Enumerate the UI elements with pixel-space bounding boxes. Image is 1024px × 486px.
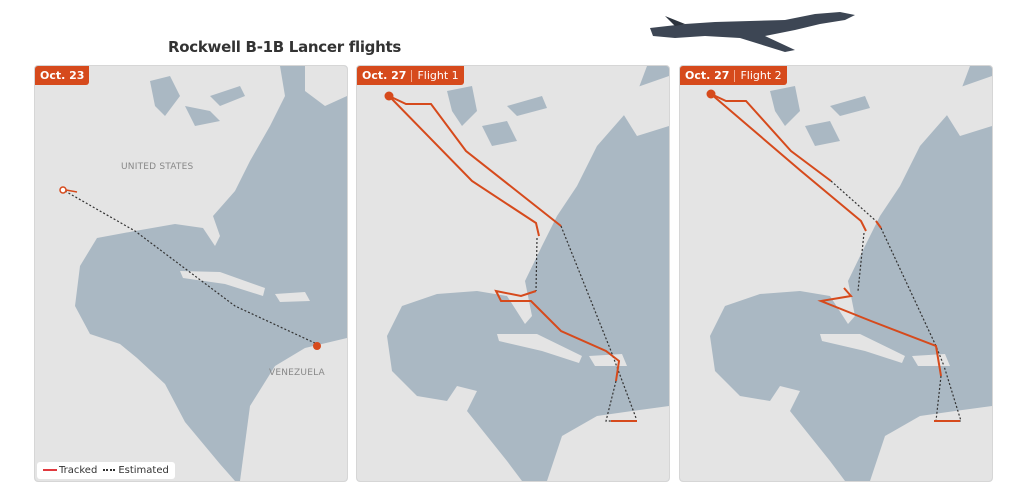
map-flight-1 bbox=[357, 66, 669, 481]
badge-date: Oct. 27 bbox=[362, 69, 407, 82]
great-lakes bbox=[150, 76, 245, 126]
land-nova-scotia bbox=[612, 76, 669, 136]
origin-marker bbox=[384, 91, 394, 101]
land-nova-scotia bbox=[935, 76, 992, 136]
great-lakes bbox=[770, 86, 870, 146]
great-lakes bbox=[447, 86, 547, 146]
legend-estimated-label: Estimated bbox=[118, 465, 169, 476]
land-north-america bbox=[35, 66, 285, 481]
legend-estimated: Estimated bbox=[103, 465, 169, 476]
b1b-plane-image bbox=[650, 12, 855, 52]
map-panel-oct-27-flight-1: Oct. 27 Flight 1 bbox=[356, 65, 670, 482]
map-flight-2 bbox=[680, 66, 992, 481]
estimated-route bbox=[535, 237, 538, 292]
label-venezuela: VENEZUELA bbox=[269, 368, 325, 378]
badge-flight: Flight 1 bbox=[417, 69, 459, 82]
tracked-route bbox=[388, 95, 562, 227]
land-cuba bbox=[497, 334, 582, 363]
land-cuba bbox=[180, 271, 265, 296]
badge-flight: Flight 2 bbox=[740, 69, 782, 82]
map-oct-23 bbox=[35, 66, 347, 481]
estimated-route bbox=[880, 227, 945, 367]
origin-marker bbox=[706, 89, 716, 99]
date-badge: Oct. 27 Flight 1 bbox=[357, 66, 464, 85]
land-hispaniola bbox=[912, 354, 950, 366]
land-south-america bbox=[240, 338, 347, 481]
estimated-route bbox=[857, 232, 865, 292]
tracked-route bbox=[494, 289, 621, 382]
tracked-route bbox=[710, 93, 832, 182]
tracked-route bbox=[388, 95, 540, 237]
land-north-america bbox=[680, 66, 970, 481]
tracked-route bbox=[875, 220, 882, 229]
estimated-route bbox=[560, 225, 637, 419]
date-badge: Oct. 23 bbox=[35, 66, 90, 85]
land-cuba bbox=[820, 334, 905, 363]
chart-title: Rockwell B-1B Lancer flights bbox=[168, 38, 401, 56]
tracked-route bbox=[710, 93, 867, 232]
date-badge: Oct. 27 Flight 2 bbox=[680, 66, 787, 85]
land-hispaniola bbox=[589, 354, 627, 366]
label-united-states: UNITED STATES bbox=[121, 162, 194, 172]
land-south-america bbox=[870, 406, 992, 481]
legend: Tracked Estimated bbox=[37, 462, 175, 479]
map-panel-oct-23: UNITED STATES VENEZUELA Oct. 23 Tracked … bbox=[34, 65, 348, 482]
badge-date: Oct. 23 bbox=[40, 69, 85, 82]
destination-marker bbox=[313, 342, 321, 350]
tracked-route bbox=[817, 287, 942, 377]
legend-tracked: Tracked bbox=[43, 465, 97, 476]
estimated-route bbox=[64, 190, 318, 345]
land-nova-scotia bbox=[305, 66, 347, 106]
map-panel-oct-27-flight-2: Oct. 27 Flight 2 bbox=[679, 65, 993, 482]
legend-tracked-label: Tracked bbox=[59, 465, 98, 476]
origin-marker bbox=[59, 186, 67, 194]
land-south-america bbox=[547, 406, 669, 481]
land-hispaniola bbox=[275, 292, 310, 302]
land-north-america bbox=[357, 66, 647, 481]
badge-date: Oct. 27 bbox=[685, 69, 730, 82]
